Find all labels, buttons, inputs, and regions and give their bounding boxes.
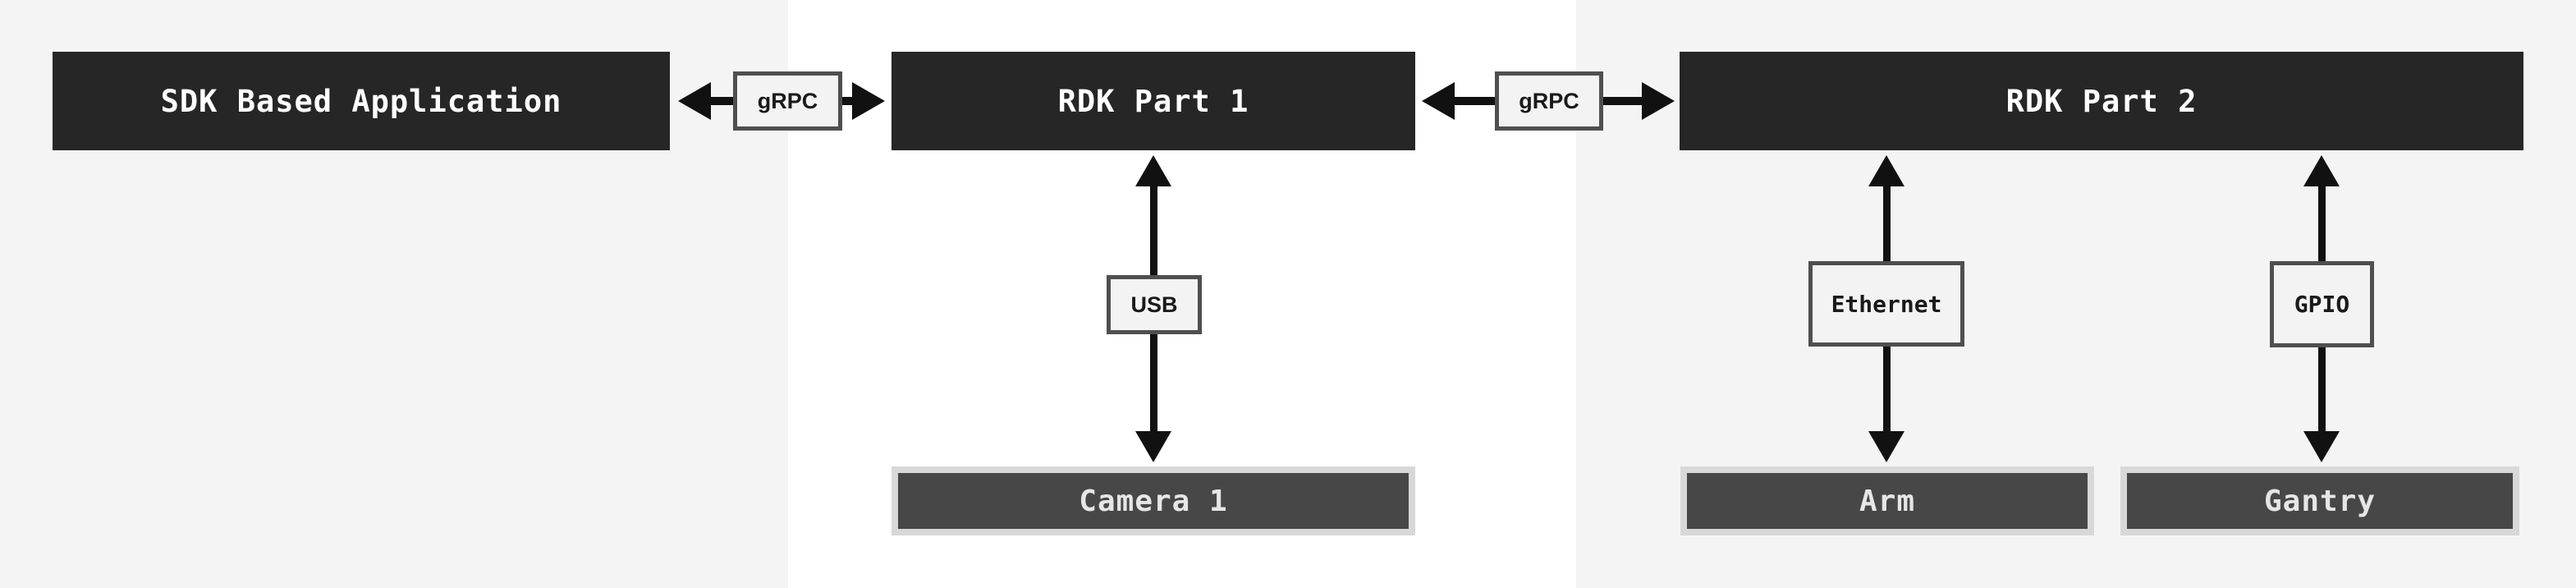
- connector-label-usb: USB: [1107, 275, 1202, 334]
- node-rdk-part-1: RDK Part 1: [892, 52, 1415, 150]
- node-arm: Arm: [1680, 466, 2094, 535]
- node-label: SDK Based Application: [160, 83, 562, 119]
- arrowhead-down-icon: [1868, 431, 1904, 462]
- arrowhead-up-icon: [2303, 155, 2340, 186]
- node-label: Gantry: [2263, 484, 2377, 518]
- arrow-shaft: [840, 97, 856, 105]
- arrowhead-right-icon: [852, 82, 885, 120]
- connector-label-grpc-left: gRPC: [733, 71, 842, 131]
- node-sdk-based-application: SDK Based Application: [53, 52, 670, 150]
- arrowhead-down-icon: [2303, 431, 2340, 462]
- arrowhead-right-icon: [1642, 82, 1675, 120]
- node-rdk-part-2: RDK Part 2: [1680, 52, 2523, 150]
- arrow-shaft: [708, 97, 736, 105]
- connector-label-gpio: GPIO: [2270, 261, 2374, 347]
- arrow-shaft: [2318, 346, 2326, 433]
- arrow-shaft: [1883, 345, 1891, 433]
- arrowhead-down-icon: [1135, 431, 1171, 462]
- arrow-shaft: [1451, 97, 1499, 105]
- node-label: RDK Part 2: [2005, 83, 2198, 119]
- node-label: RDK Part 1: [1057, 83, 1249, 119]
- arrowhead-up-icon: [1135, 155, 1171, 186]
- node-label: Camera 1: [1079, 484, 1228, 518]
- connector-label-ethernet: Ethernet: [1808, 261, 1964, 347]
- arrow-shaft: [1150, 184, 1157, 277]
- arrow-shaft: [1883, 184, 1891, 263]
- arrow-shaft: [2318, 184, 2326, 263]
- arrowhead-up-icon: [1868, 155, 1904, 186]
- node-camera-1: Camera 1: [892, 466, 1415, 535]
- arrowhead-left-icon: [678, 82, 711, 120]
- node-label: Arm: [1859, 484, 1916, 518]
- node-gantry: Gantry: [2120, 466, 2519, 535]
- connector-label-grpc-right: gRPC: [1495, 71, 1603, 131]
- arrow-shaft: [1599, 97, 1647, 105]
- arrowhead-left-icon: [1422, 82, 1455, 120]
- arrow-shaft: [1150, 333, 1157, 433]
